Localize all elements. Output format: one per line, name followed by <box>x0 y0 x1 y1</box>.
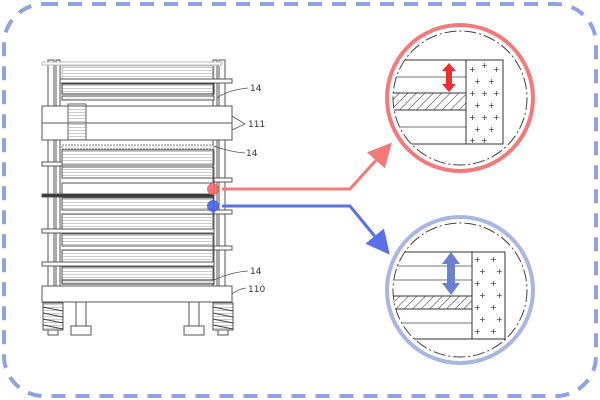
left-spring <box>42 302 64 336</box>
svg-text:+: + <box>490 255 497 264</box>
svg-text:+: + <box>469 65 476 74</box>
svg-text:+: + <box>474 255 481 264</box>
leader-lines <box>213 87 249 295</box>
stack-block-8 <box>61 266 215 281</box>
svg-text:+: + <box>488 77 495 86</box>
top-plate-thin <box>61 95 215 101</box>
left-post-outer <box>47 59 55 291</box>
rail-left-3 <box>41 228 215 234</box>
svg-text:+: + <box>493 65 500 74</box>
machine-assembly <box>41 59 234 336</box>
bottom-detail-callout: + + + + + + + + + + + + + + <box>385 215 535 365</box>
porous-block-top <box>465 59 504 145</box>
clamp-spring-block <box>67 103 87 141</box>
svg-text:+: + <box>481 89 488 98</box>
top-plate-14 <box>61 83 215 95</box>
plus-pattern-top: +++ ++ +++ ++ +++ ++ ++ <box>469 61 500 145</box>
svg-text:+: + <box>490 303 497 312</box>
top-guard <box>41 61 223 66</box>
blue-marker-dot <box>207 200 219 212</box>
svg-text:+: + <box>488 125 495 134</box>
svg-text:+: + <box>481 113 488 122</box>
svg-text:+: + <box>479 315 486 324</box>
top-rail <box>59 78 233 84</box>
label-middle-plate: 14 <box>246 149 258 159</box>
svg-text:+: + <box>488 101 495 110</box>
stack-block-2 <box>61 166 215 179</box>
base-110 <box>41 285 233 303</box>
svg-text:+: + <box>469 136 476 145</box>
rail-left-1 <box>41 161 63 167</box>
svg-text:+: + <box>479 267 486 276</box>
svg-text:+: + <box>474 327 481 336</box>
blue-connector-arrow <box>222 204 390 255</box>
stack-block-3 <box>61 182 215 195</box>
svg-text:+: + <box>496 315 503 324</box>
svg-text:+: + <box>496 291 503 300</box>
blue-gap-arrow-icon <box>442 252 460 295</box>
right-spring <box>212 302 234 336</box>
svg-text:+: + <box>490 279 497 288</box>
svg-text:+: + <box>474 303 481 312</box>
left-foot <box>70 301 92 336</box>
label-base: 110 <box>248 285 265 295</box>
svg-text:+: + <box>474 279 481 288</box>
svg-text:+: + <box>493 113 500 122</box>
stack-block-7 <box>61 249 215 263</box>
rail-right-1 <box>213 177 233 183</box>
svg-text:+: + <box>481 61 488 70</box>
svg-text:+: + <box>469 113 476 122</box>
stack-block-1 <box>61 149 215 166</box>
stack-block-4 <box>61 197 215 211</box>
svg-text:+: + <box>474 125 481 134</box>
label-clamp-plates: 111 <box>248 120 265 130</box>
stack-block-6 <box>61 233 215 247</box>
rail-right-3 <box>213 245 233 251</box>
label-bottom-plate: 14 <box>250 267 262 277</box>
plus-pattern-bottom: + + + + + + + + + + + + + + <box>474 255 503 336</box>
svg-text:+: + <box>479 291 486 300</box>
rail-left-2 <box>41 193 215 198</box>
left-post-inner <box>55 59 61 291</box>
rail-right-2 <box>213 209 233 215</box>
right-foot <box>183 301 205 336</box>
middle-plate-14 <box>61 144 215 150</box>
top-detail-callout: +++ ++ +++ ++ +++ ++ ++ <box>385 23 535 173</box>
svg-text:+: + <box>474 101 481 110</box>
porous-block-bottom <box>471 251 506 340</box>
rail-left-4 <box>41 261 215 267</box>
stack-block-5 <box>61 213 215 230</box>
svg-text:+: + <box>490 327 497 336</box>
svg-text:+: + <box>469 89 476 98</box>
svg-text:+: + <box>481 136 488 145</box>
red-gap-arrow-icon <box>442 63 456 92</box>
svg-text:+: + <box>474 77 481 86</box>
red-marker-dot <box>207 183 219 195</box>
svg-text:+: + <box>493 89 500 98</box>
svg-text:+: + <box>496 267 503 276</box>
red-connector-arrow <box>222 142 393 191</box>
bottom-plate-14 <box>61 279 215 285</box>
label-top-plate: 14 <box>250 84 262 94</box>
